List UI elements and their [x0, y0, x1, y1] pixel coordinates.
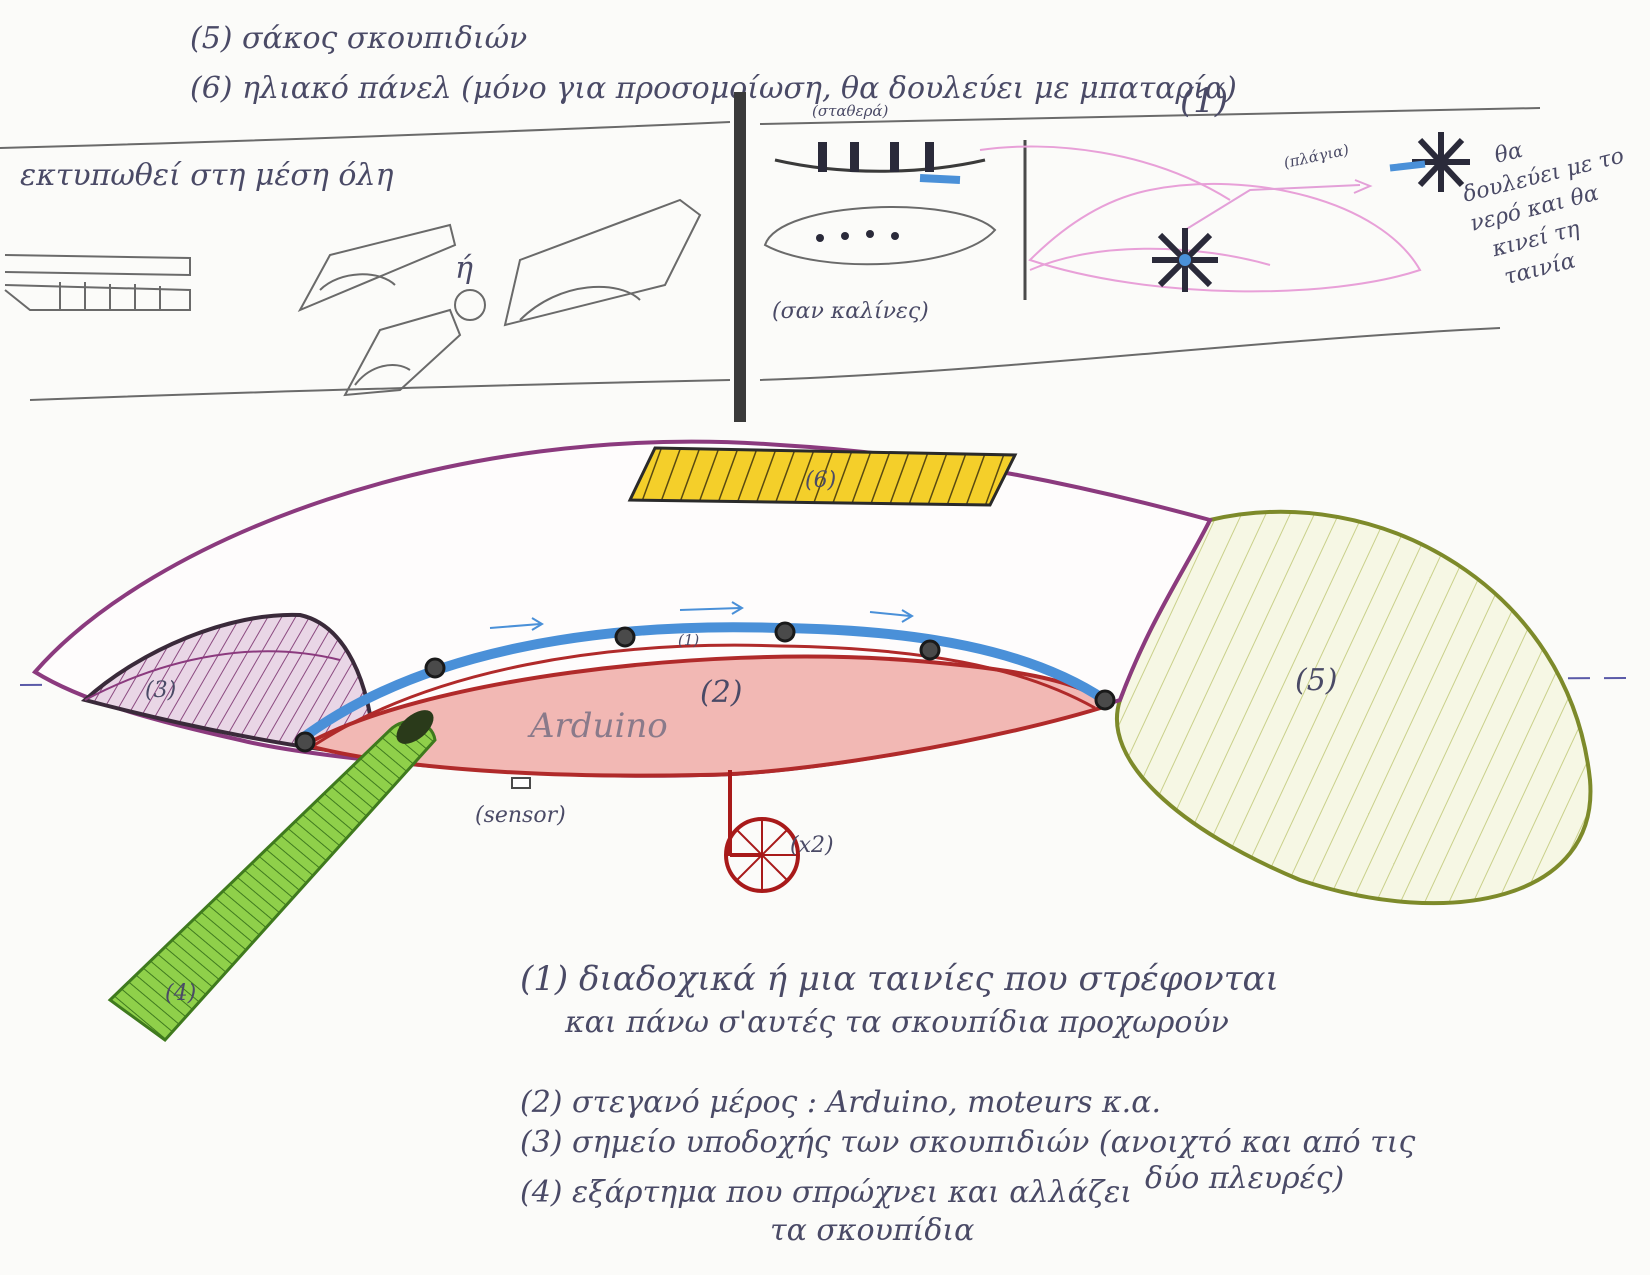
kalines-label: (σαν καλίνες): [772, 299, 929, 324]
label-belt: (1): [678, 631, 699, 649]
stathera-label: (σταθερά): [812, 102, 889, 120]
grid-hull-sketch: [5, 255, 190, 310]
fixed-belt-sketch: [775, 142, 985, 180]
wheel-count-label: (x2): [790, 833, 834, 858]
water-wheel-sketch: [980, 147, 1420, 292]
svg-text:θα: θα: [1492, 138, 1525, 169]
fan-icon: [1152, 228, 1218, 292]
sensor-icon: [512, 778, 530, 788]
or-label: ή: [455, 251, 473, 286]
wedge-sketches: [300, 200, 700, 395]
legend-item-4: (4) εξάρτημα που σπρώχνει και αλλάζει: [520, 1175, 1132, 1210]
legend-item-2: (2) στεγανό μέρος : Arduino, moteurs κ.α…: [520, 1085, 1161, 1120]
legend-item-4-tail: δύο πλευρές): [1145, 1161, 1344, 1196]
legend-item-4-cont: τα σκουπίδια: [770, 1213, 974, 1248]
legend-item-1-cont: και πάνω σ'αυτές τα σκουπίδια προχωρούν: [564, 1005, 1229, 1040]
label-arm: (4): [165, 981, 196, 1006]
note-5-text: (5) σάκος σκουπιδιών: [190, 21, 527, 56]
note-6-text: (6) ηλιακό πάνελ (μόνο για προσομοίωση, …: [190, 71, 1237, 106]
print-note-text: εκτυπωθεί στη μέση όλη: [20, 158, 393, 193]
plagia-label: (πλάγια): [1282, 141, 1351, 172]
arduino-label: Arduino: [527, 706, 668, 746]
label-bag: (5): [1295, 663, 1338, 698]
label-body: (2): [700, 675, 743, 710]
fan-large-icon: [1390, 132, 1470, 192]
vertical-divider: [734, 92, 746, 422]
pusher-arm: [110, 721, 435, 1040]
label-intake: (3): [145, 678, 176, 703]
wheel-icon: [726, 770, 798, 891]
legend-item-1: (1) διαδοχικά ή μια ταινίες που στρέφοντ…: [520, 959, 1279, 999]
label-solar: (6): [805, 468, 836, 493]
sensor-label: (sensor): [475, 803, 566, 828]
section-1-label: (1): [1180, 81, 1228, 121]
legend: (1) διαδοχικά ή μια ταινίες που στρέφοντ…: [520, 959, 1415, 1248]
legend-item-3: (3) σημείο υποδοχής των σκουπιδιών (ανοι…: [520, 1125, 1415, 1160]
water-note: θα δουλεύει με το νερό και θα κινεί τη τ…: [1453, 114, 1648, 295]
garbage-bag: [1117, 512, 1591, 903]
roller-belt-sketch: [765, 207, 995, 264]
